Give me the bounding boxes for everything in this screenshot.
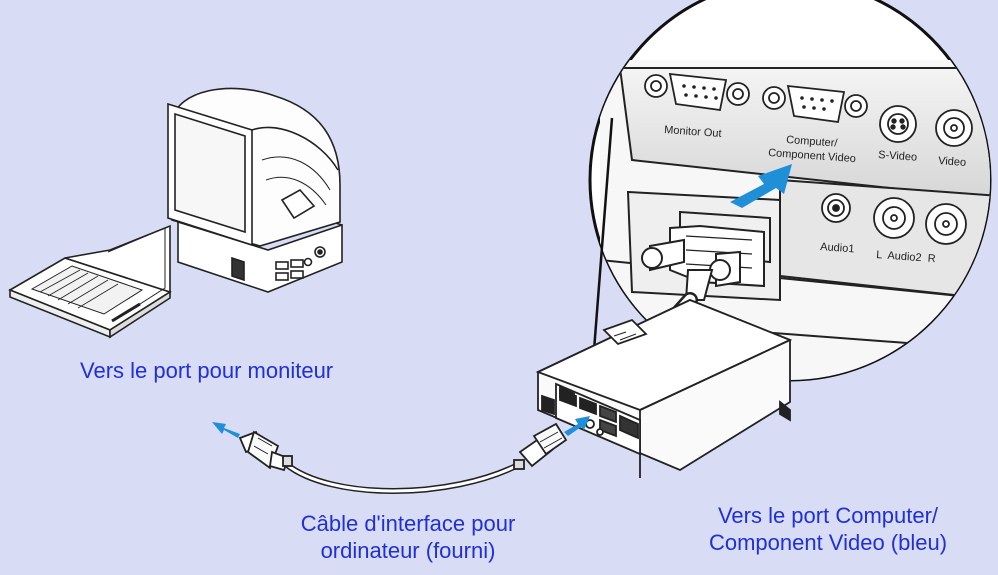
caption-cable: Câble d'interface pour ordinateur (fourn… (258, 510, 558, 564)
caption-cable-line2: ordinateur (fourni) (258, 537, 558, 564)
video-port (936, 110, 972, 146)
s-video-port (880, 106, 916, 142)
audio1-port (822, 194, 850, 222)
caption-projector-port-line1: Vers le port Computer/ (668, 502, 988, 529)
interface-cable (240, 424, 566, 491)
audio1-label: Audio1 (820, 241, 855, 255)
caption-projector-port: Vers le port Computer/ Component Video (… (668, 502, 988, 556)
laptop-illustration (10, 226, 170, 337)
caption-projector-port-line2: Component Video (bleu) (668, 529, 988, 556)
caption-monitor-port: Vers le port pour moniteur (80, 357, 333, 384)
crt-monitor-illustration (168, 88, 342, 358)
caption-cable-line1: Câble d'interface pour (258, 510, 558, 537)
arrow-to-monitor-port (212, 422, 240, 438)
video-label: Video (938, 155, 967, 169)
projector-illustration (538, 300, 790, 478)
